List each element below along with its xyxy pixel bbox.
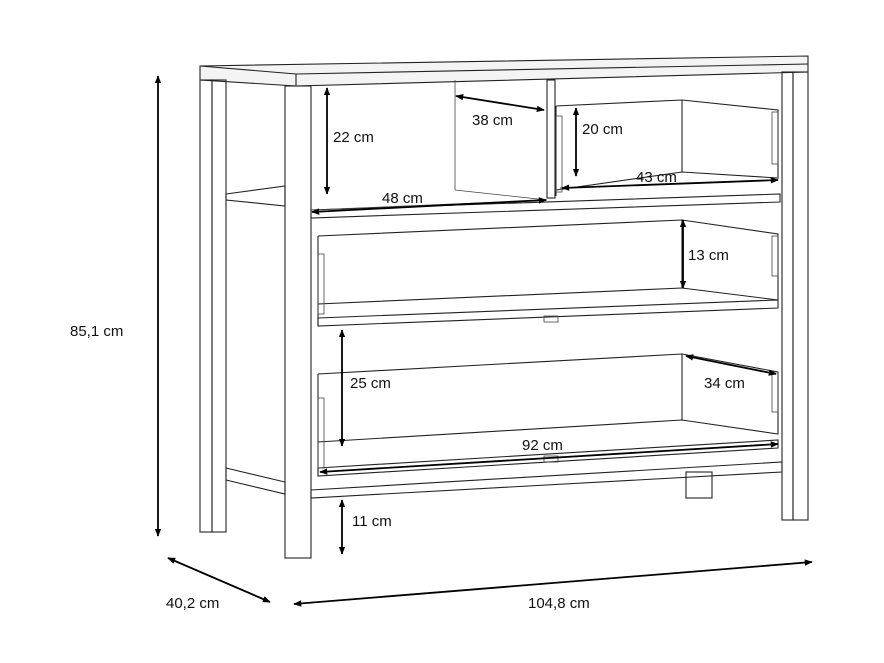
dim-small-drawer-width (561, 177, 779, 191)
dim-bottom-drawer-width (319, 441, 779, 475)
dimension-lines (154, 75, 813, 607)
label-open-shelf-height: 22 cm (333, 129, 374, 146)
dim-bottom-drawer-depth (685, 354, 777, 376)
label-bottom-drawer-height: 25 cm (350, 375, 391, 392)
label-bottom-drawer-depth: 34 cm (704, 375, 745, 392)
label-height-total: 85,1 cm (70, 323, 123, 340)
dim-open-shelf-depth (455, 93, 545, 113)
dim-open-shelf-width (311, 197, 547, 215)
label-width-total: 104,8 cm (528, 595, 590, 612)
middle-drawer (317, 219, 779, 327)
dimension-labels: 85,1 cm 40,2 cm 104,8 cm 22 cm 38 cm 48 … (70, 112, 745, 612)
label-open-shelf-depth: 38 cm (472, 112, 513, 129)
dim-width-total (293, 559, 813, 607)
dim-depth-total (167, 557, 271, 603)
label-leg-height: 11 cm (352, 513, 392, 530)
label-bottom-drawer-width: 92 cm (522, 437, 563, 454)
cabinet-outline (199, 55, 809, 559)
label-small-drawer-height: 20 cm (582, 121, 623, 138)
label-small-drawer-width: 43 cm (636, 169, 677, 186)
label-depth-total: 40,2 cm (166, 595, 219, 612)
label-middle-drawer-height: 13 cm (688, 247, 729, 264)
label-open-shelf-width: 48 cm (382, 190, 423, 207)
